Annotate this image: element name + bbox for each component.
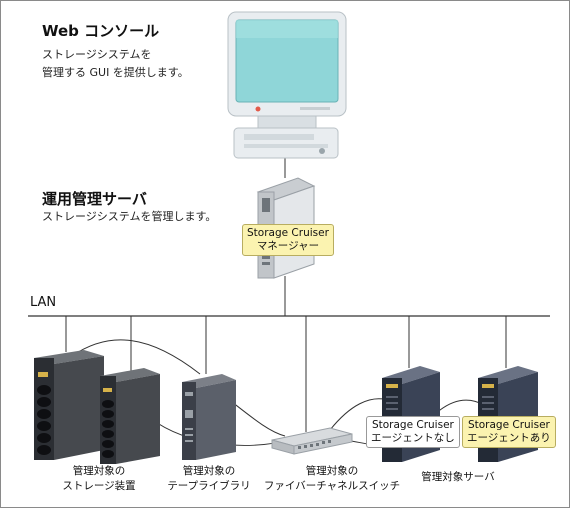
storage-device-1-icon xyxy=(34,350,104,460)
lan-label: LAN xyxy=(30,295,57,310)
managed-tape-label: 管理対象の テープライブラリ xyxy=(164,464,254,494)
agent-none-line1: Storage Cruiser xyxy=(371,419,454,431)
web-console-desc-line1: ストレージシステムを xyxy=(42,48,152,61)
managed-switch-line2: ファイバーチャネルスイッチ xyxy=(263,480,401,492)
fc-link-tape xyxy=(231,401,286,437)
managed-switch-line1: 管理対象の xyxy=(305,465,359,477)
monitor-icon xyxy=(227,11,347,159)
agent-none-line2: エージェントなし xyxy=(371,432,455,444)
manager-server-title: 運用管理サーバ xyxy=(42,190,147,208)
managed-switch-label: 管理対象の ファイバーチャネルスイッチ xyxy=(262,464,402,494)
managed-storage-label: 管理対象の ストレージ装置 xyxy=(54,464,144,494)
agent-yes-badge: Storage Cruiser エージェントあり xyxy=(462,416,556,448)
agent-yes-line2: エージェントあり xyxy=(467,432,551,444)
manager-badge-line1: Storage Cruiser xyxy=(247,227,329,239)
managed-servers-label: 管理対象サーバ xyxy=(421,471,495,483)
manager-server-desc: ストレージシステムを管理します。 xyxy=(42,210,217,223)
manager-badge: Storage Cruiser マネージャー xyxy=(242,224,334,256)
storage-device-2-icon xyxy=(100,368,160,464)
tape-library-icon xyxy=(182,374,236,460)
manager-badge-line2: マネージャー xyxy=(256,240,320,252)
web-console-title: Web コンソール xyxy=(42,22,160,40)
managed-tape-line1: 管理対象の xyxy=(182,465,236,477)
fc-switch-icon xyxy=(271,427,353,455)
managed-storage-line2: ストレージ装置 xyxy=(62,480,136,492)
web-console-desc-line2: 管理する GUI を提供します。 xyxy=(42,66,189,79)
managed-tape-line2: テープライブラリ xyxy=(167,480,251,492)
managed-storage-line1: 管理対象の xyxy=(72,465,126,477)
agent-none-badge: Storage Cruiser エージェントなし xyxy=(366,416,460,448)
agent-yes-line1: Storage Cruiser xyxy=(467,419,550,431)
fc-link-storage xyxy=(71,339,201,375)
